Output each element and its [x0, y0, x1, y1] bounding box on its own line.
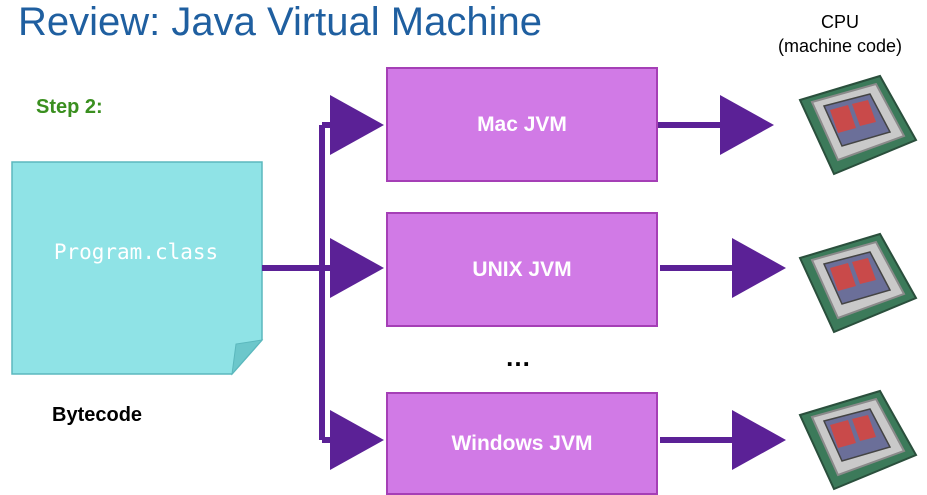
cpu-label-line2: (machine code)	[777, 36, 903, 56]
step-label: Step 2:	[36, 96, 103, 118]
cpu-label-line1: CPU	[820, 12, 859, 32]
bytecode-file-label: Program.class	[53, 240, 219, 264]
page-title: Review: Java Virtual Machine	[18, 0, 542, 44]
ellipsis: …	[505, 342, 531, 372]
mac-jvm-label: Mac JVM	[477, 112, 567, 136]
bytecode-file-shape	[11, 161, 264, 376]
unix-jvm-box[interactable]: UNIX JVM	[386, 212, 658, 327]
windows-jvm-box[interactable]: Windows JVM	[386, 392, 658, 495]
cpu-chip-icon	[798, 389, 918, 491]
mac-jvm-box[interactable]: Mac JVM	[386, 67, 658, 182]
cpu-chip-icon	[798, 74, 918, 176]
windows-jvm-label: Windows JVM	[451, 431, 593, 455]
unix-jvm-label: UNIX JVM	[472, 257, 572, 281]
cpu-chip-icon	[798, 232, 918, 334]
connector-arrows	[262, 95, 786, 470]
cpu-label: CPU (machine code)	[752, 10, 927, 58]
bytecode-caption: Bytecode	[52, 404, 143, 426]
